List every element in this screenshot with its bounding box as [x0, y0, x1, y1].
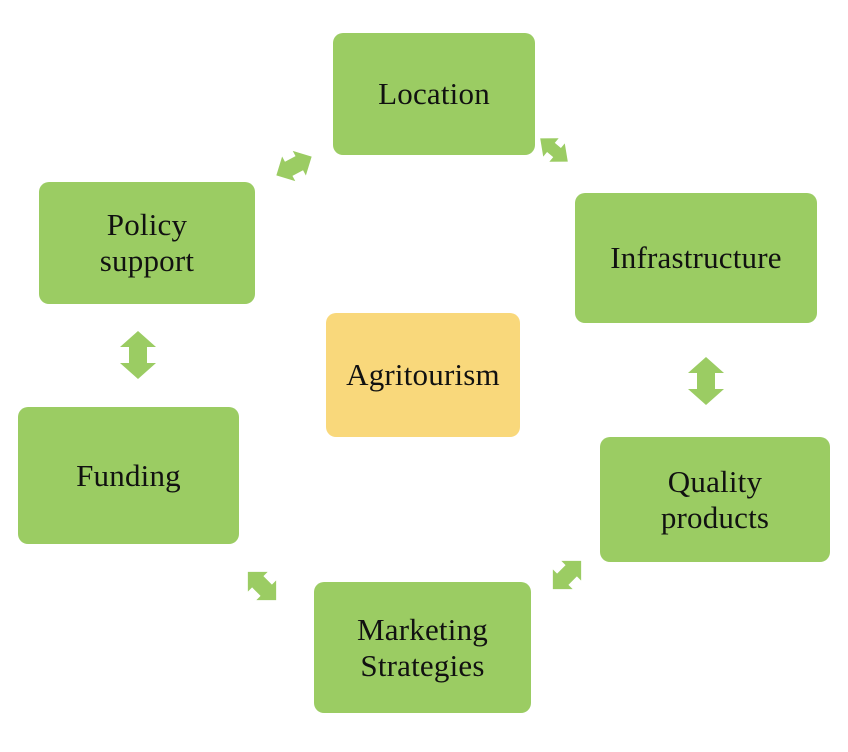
node-location-label: Location	[378, 76, 490, 112]
node-policy-support-line-1: Policy	[106, 207, 188, 242]
node-location: Location	[333, 33, 535, 155]
node-center-agritourism: Agritourism	[326, 313, 520, 437]
node-policy-support: Policy support	[39, 182, 255, 304]
node-quality-products-label: Quality products	[661, 464, 769, 536]
node-infrastructure-label: Infrastructure	[610, 240, 781, 276]
node-location-line-1: Location	[378, 76, 490, 111]
center-label: Agritourism	[346, 357, 500, 392]
node-marketing-strategies-line-1: Marketing	[357, 611, 488, 647]
node-marketing-strategies: Marketing Strategies	[314, 582, 531, 713]
node-quality-products-line-1: Quality	[667, 463, 763, 499]
connector-policy-support-location	[276, 150, 312, 182]
connector-infrastructure-quality-products	[688, 357, 724, 405]
node-infrastructure: Infrastructure	[575, 193, 817, 323]
node-policy-support-line-2: support	[99, 243, 195, 278]
connector-marketing-strategies-funding	[247, 571, 277, 601]
node-quality-products: Quality products	[600, 437, 830, 562]
node-marketing-strategies-label: Marketing Strategies	[357, 612, 488, 684]
node-funding: Funding	[18, 407, 239, 544]
node-marketing-strategies-line-2: Strategies	[360, 647, 485, 683]
node-policy-support-label: Policy support	[100, 207, 194, 279]
node-quality-products-line-2: products	[660, 499, 770, 535]
connector-funding-policy-support	[120, 331, 156, 379]
connector-location-infrastructure	[540, 138, 568, 162]
node-infrastructure-line-1: Infrastructure	[610, 240, 782, 275]
node-funding-line-1: Funding	[76, 457, 181, 493]
node-funding-label: Funding	[76, 458, 181, 494]
connector-quality-products-marketing-strategies	[552, 560, 582, 590]
